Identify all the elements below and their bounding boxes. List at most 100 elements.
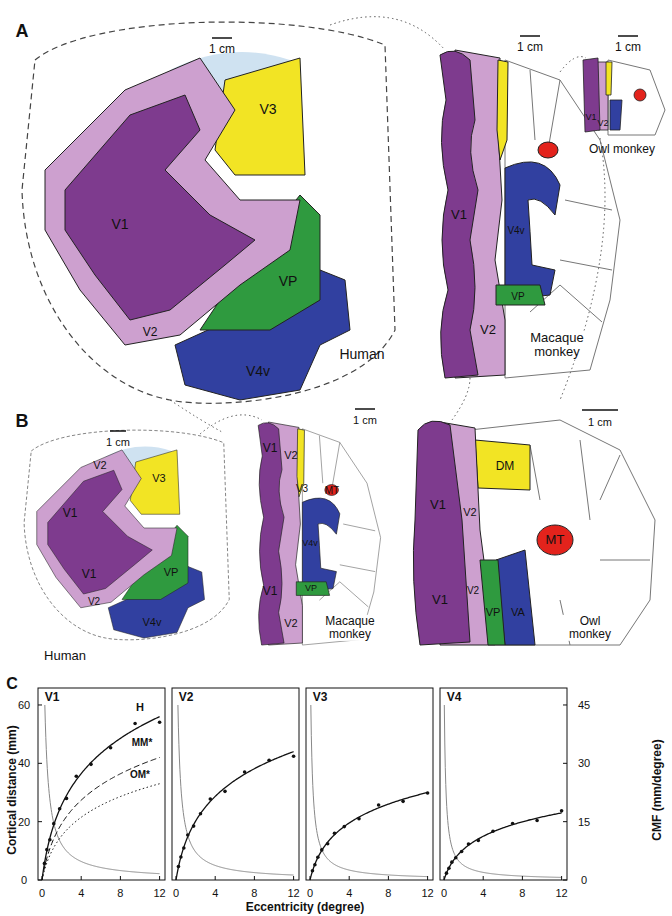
tick-label: 30 (578, 757, 590, 769)
curve-label: OM* (130, 769, 150, 780)
data-dot (477, 839, 481, 843)
tick-label: 0 (581, 874, 587, 886)
tick-label: 8 (519, 887, 525, 899)
data-dot (58, 807, 62, 811)
tick (81, 876, 82, 880)
scale-bars (110, 36, 638, 431)
tick-label: 4 (480, 887, 486, 899)
data-dot (313, 863, 317, 867)
tick (561, 876, 562, 880)
eccentricity-plots (38, 688, 567, 880)
species-label: Macaque monkey (522, 331, 592, 360)
curve (42, 757, 160, 880)
data-dot (48, 838, 52, 842)
tick (159, 876, 160, 880)
tick (349, 876, 350, 880)
data-dot (186, 833, 190, 837)
area-label: V4v (143, 616, 162, 628)
panel-title: V4 (447, 691, 462, 704)
data-dot (447, 867, 451, 871)
data-dot (320, 848, 324, 852)
area-label: V1 (451, 208, 467, 222)
tick-label: 20 (18, 816, 30, 828)
area-label: VA (511, 606, 525, 618)
area-label: V2 (143, 326, 158, 339)
area-label: V3 (152, 472, 165, 484)
panel-title: V1 (45, 691, 60, 704)
data-dot (109, 746, 113, 750)
area-label: V2 (597, 119, 608, 129)
tick-label: 0 (441, 887, 447, 899)
panel-title: V2 (179, 691, 194, 704)
link-dotted (170, 17, 605, 434)
data-dot (179, 855, 183, 859)
area-label: VP (279, 274, 298, 289)
tick-label: 45 (578, 699, 590, 711)
data-dot (45, 848, 49, 852)
scale-label: 1 cm (615, 41, 641, 54)
data-dot (333, 831, 337, 835)
curve-label: H (136, 701, 144, 713)
data-dot (209, 797, 213, 801)
data-dot (467, 842, 471, 846)
curve (176, 752, 294, 880)
tick-label: 0 (307, 887, 313, 899)
area-label: V1 (430, 498, 446, 512)
area-label: V4v (246, 364, 270, 379)
scale-label: 1 cm (588, 416, 612, 428)
data-dot (316, 855, 320, 859)
area-label: VP (511, 291, 524, 302)
tick (38, 821, 42, 822)
scale-label: 1 cm (517, 41, 543, 54)
area-label: V4v (302, 539, 318, 549)
scale-label: 1 cm (353, 414, 377, 426)
data-dot (75, 774, 79, 778)
species-label: Human (44, 649, 86, 663)
cmf-curve (311, 705, 428, 877)
area-label: V1 (585, 113, 596, 123)
data-dot (177, 865, 181, 869)
axis-title: Eccentricity (degree) (246, 901, 365, 914)
data-dot (445, 871, 449, 875)
tick-label: 8 (251, 887, 257, 899)
tick (310, 876, 311, 880)
data-dot (311, 869, 315, 873)
panel-title: V3 (313, 691, 328, 704)
owl-map-a (583, 58, 665, 135)
data-dot (192, 824, 196, 828)
data-dot (243, 770, 247, 774)
tick (120, 876, 121, 880)
tick (444, 876, 445, 880)
area-label: V2 (284, 617, 297, 629)
tick (38, 704, 42, 705)
panel-letter: C (6, 675, 18, 693)
tick-label: 12 (287, 887, 299, 899)
species-label: Owl monkey (560, 615, 620, 641)
data-dot (343, 825, 347, 829)
tick (38, 763, 42, 764)
data-dot (450, 860, 454, 864)
tick (293, 876, 294, 880)
area-label: V1 (111, 217, 128, 232)
data-dot (52, 822, 56, 826)
data-dot (199, 812, 203, 816)
area-label: VP (164, 566, 179, 578)
area-label: V2 (284, 449, 297, 461)
tick-label: 12 (421, 887, 433, 899)
data-dot (223, 790, 227, 794)
panel-letter: A (16, 22, 29, 42)
area-label: VP (486, 606, 501, 618)
data-dot (357, 817, 361, 821)
scale-label: 1 cm (209, 43, 235, 56)
tick (388, 876, 389, 880)
tick-label: 0 (39, 887, 45, 899)
data-dot (326, 842, 330, 846)
data-dot (460, 850, 464, 854)
axis-title: CMF (mm/degree) (651, 739, 664, 840)
data-dot (65, 797, 69, 801)
data-dot (158, 720, 162, 724)
scale-label: 1 cm (106, 436, 130, 448)
area-label: V1 (263, 585, 278, 598)
area-label: V1 (82, 568, 97, 581)
